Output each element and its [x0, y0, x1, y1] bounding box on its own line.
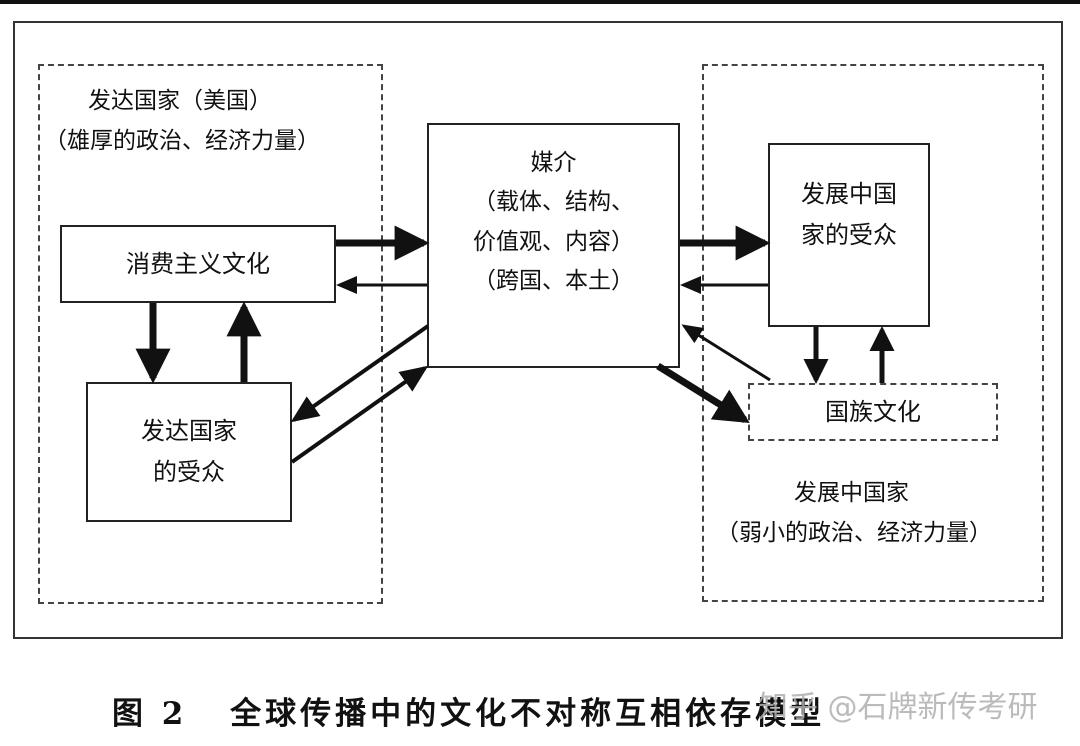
arrow-media-to-national-culture [656, 363, 750, 423]
developing-audience-line2: 家的受众 [801, 221, 897, 249]
watermark-text: 知乎 @石牌新传考研 [758, 690, 1038, 725]
developing-region-title: 发展中国家 [794, 480, 909, 506]
consumerism-culture-box: 消费主义文化 [60, 225, 336, 303]
consumerism-culture-label: 消费主义文化 [126, 249, 270, 278]
developed-region-title: 发达国家（美国） [88, 88, 272, 114]
media-line4: （跨国、本土） [473, 267, 634, 294]
media-box: 媒介 （载体、结构、 价值观、内容） （跨国、本土） [427, 123, 680, 368]
figure-number: 图 2 [112, 696, 188, 732]
developed-region-subtitle: （雄厚的政治、经济力量） [44, 128, 320, 154]
developed-audience-line1: 发达国家 [141, 417, 237, 446]
developed-audience-line2: 的受众 [153, 458, 225, 486]
developed-country-region [38, 64, 383, 604]
developing-audience-box: 发展中国 家的受众 [768, 143, 930, 327]
figure-caption-text: 全球传播中的文化不对称互相依存模型 [230, 696, 826, 732]
national-culture-label: 国族文化 [825, 397, 921, 426]
media-line2: （载体、结构、 [473, 189, 634, 216]
diagram-frame [13, 21, 1063, 639]
arrow-national-culture-to-media [681, 324, 771, 382]
top-rule [0, 0, 1080, 4]
arrow-media-to-developed-audience [290, 324, 430, 423]
developing-audience-line1: 发展中国 [801, 180, 897, 209]
developing-region-subtitle: （弱小的政治、经济力量） [716, 520, 992, 546]
arrow-developed-audience-to-media [290, 365, 429, 464]
national-culture-box: 国族文化 [748, 383, 998, 441]
media-line3: 价值观、内容） [473, 228, 634, 255]
developed-audience-box: 发达国家 的受众 [86, 382, 292, 522]
figure-caption: 图 2 全球传播中的文化不对称互相依存模型 [112, 688, 825, 733]
media-line1: 媒介 [530, 150, 577, 177]
